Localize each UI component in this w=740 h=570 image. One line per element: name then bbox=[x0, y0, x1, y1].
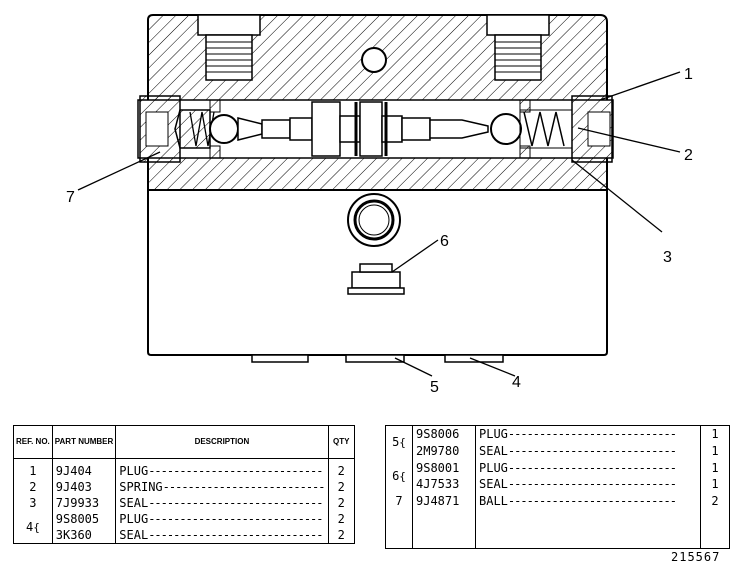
description-cell: PLUG--------------------------- bbox=[475, 425, 701, 443]
part-number-cell: 9J4871 bbox=[412, 493, 476, 510]
spool bbox=[289, 101, 431, 157]
upper-bore-hole bbox=[361, 47, 387, 73]
table-row: 7 9J4871 BALL---------------------------… bbox=[385, 493, 730, 510]
table-row: 3K360 SEAL---------------------------- 2 bbox=[14, 527, 355, 544]
description-cell: SPRING-------------------------- bbox=[115, 479, 329, 495]
callout-5: 5 bbox=[430, 379, 439, 396]
callout-4: 4 bbox=[512, 374, 521, 391]
part-number-cell: 9J404 bbox=[52, 458, 117, 479]
table-row: 5{ 9S8006 PLUG--------------------------… bbox=[385, 425, 730, 460]
leader-lines bbox=[77, 71, 681, 377]
part-number-cell: 9S8006 bbox=[412, 425, 476, 443]
description-cell: PLUG---------------------------- bbox=[115, 511, 329, 527]
ref-cell: 6{ bbox=[385, 459, 413, 494]
part-number-cell: 3K360 bbox=[52, 527, 117, 544]
table-header-row: REF. NO. PART NUMBER DESCRIPTION QTY bbox=[13, 425, 355, 459]
description-cell: SEAL---------------------------- bbox=[115, 527, 329, 544]
check-ball-left bbox=[209, 114, 239, 144]
part-number-cell: 9J403 bbox=[52, 479, 117, 495]
table-row: 2M9780 SEAL--------------------------- 1 bbox=[386, 442, 730, 460]
header-part-number: PART NUMBER bbox=[52, 425, 117, 459]
qty-cell: 2 bbox=[337, 496, 345, 510]
header-description: DESCRIPTION bbox=[115, 425, 329, 459]
ref-cell: 4{ bbox=[13, 511, 53, 544]
port-fitting-left bbox=[197, 14, 261, 81]
table-row: 6{ 9S8001 PLUG--------------------------… bbox=[385, 459, 730, 494]
ref-cell: 2 bbox=[13, 479, 53, 495]
part-number-cell: 9S8005 bbox=[52, 511, 117, 527]
description-cell: SEAL--------------------------- bbox=[475, 442, 701, 460]
plug-item-6 bbox=[347, 193, 405, 295]
valve-cross-section-diagram: 1 2 3 6 5 4 7 bbox=[66, 14, 693, 396]
callout-7: 7 bbox=[66, 189, 75, 206]
qty-cell: 1 bbox=[711, 443, 719, 458]
figure-number: 215567 bbox=[671, 550, 721, 564]
bottom-plug-center bbox=[345, 354, 405, 363]
ref-cell: 1 bbox=[13, 458, 53, 479]
description-cell: SEAL--------------------------- bbox=[475, 476, 701, 494]
ref-cell: 5{ bbox=[385, 425, 413, 460]
ref-cell: 7 bbox=[385, 493, 413, 510]
callout-3: 3 bbox=[663, 249, 672, 266]
table-filler-row bbox=[385, 510, 730, 549]
bottom-plug-left bbox=[251, 354, 309, 363]
header-ref-no: REF. NO. bbox=[13, 425, 53, 459]
ref-cell: 3 bbox=[13, 495, 53, 511]
spring-right bbox=[523, 111, 565, 147]
port-fitting-right bbox=[486, 14, 550, 81]
callout-2: 2 bbox=[684, 147, 693, 164]
qty-cell: 2 bbox=[711, 494, 719, 509]
qty-cell: 2 bbox=[337, 480, 345, 494]
qty-cell: 1 bbox=[711, 427, 719, 441]
qty-cell: 2 bbox=[337, 512, 345, 526]
table-row: 4J7533 SEAL--------------------------- 1 bbox=[386, 476, 730, 494]
qty-cell: 2 bbox=[337, 464, 345, 478]
right-check-valve bbox=[429, 99, 573, 159]
header-qty: QTY bbox=[328, 425, 355, 459]
bottom-plug-right bbox=[444, 354, 504, 363]
table-row: 4{ 9S8005 PLUG--------------------------… bbox=[13, 511, 355, 544]
part-number-cell: 2M9780 bbox=[412, 442, 476, 460]
description-cell: PLUG---------------------------- bbox=[115, 458, 329, 479]
table-row: 3 7J9933 SEAL---------------------------… bbox=[13, 495, 355, 511]
qty-cell: 1 bbox=[711, 477, 719, 492]
parts-table-left: REF. NO. PART NUMBER DESCRIPTION QTY 1 9… bbox=[13, 425, 355, 544]
parts-table-right: 5{ 9S8006 PLUG--------------------------… bbox=[385, 425, 730, 549]
part-number-cell: 9S8001 bbox=[412, 459, 476, 477]
callout-6: 6 bbox=[440, 233, 449, 250]
qty-cell: 1 bbox=[711, 460, 719, 475]
part-number-cell: 7J9933 bbox=[52, 495, 117, 511]
check-ball-right bbox=[490, 113, 522, 145]
table-row: 2 9J403 SPRING--------------------------… bbox=[13, 479, 355, 495]
description-cell: BALL--------------------------- bbox=[475, 493, 701, 510]
callout-1: 1 bbox=[684, 66, 693, 83]
part-number-cell: 4J7533 bbox=[412, 476, 476, 494]
table-row: 1 9J404 PLUG----------------------------… bbox=[13, 458, 355, 479]
description-cell: SEAL---------------------------- bbox=[115, 495, 329, 511]
qty-cell: 2 bbox=[337, 528, 345, 542]
description-cell: PLUG--------------------------- bbox=[475, 459, 701, 477]
